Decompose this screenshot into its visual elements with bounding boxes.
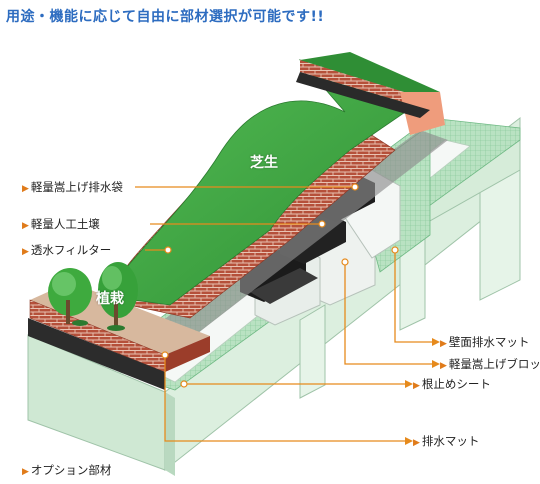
option-parts-note: ▶オプション部材 — [22, 463, 112, 477]
orange-triangle-icon: ▶ — [22, 467, 29, 477]
orange-triangle-icon: ▶ — [440, 339, 447, 349]
label-raising-drainage-bag: ▶軽量嵩上げ排水袋 — [22, 180, 123, 194]
label-lightweight-soil: ▶軽量人工土壌 — [22, 217, 100, 231]
label-wall-drainage-mat: ▶壁面排水マット — [440, 335, 530, 349]
lawn-mound — [104, 52, 445, 319]
planting-tag: 植栽 — [96, 291, 124, 307]
orange-triangle-icon: ▶ — [22, 247, 29, 257]
orange-triangle-icon: ▶ — [413, 438, 420, 448]
page-heading: 用途・機能に応じて自由に部材選択が可能です!! — [6, 9, 325, 25]
orange-triangle-icon: ▶ — [413, 381, 420, 391]
orange-triangle-icon: ▶ — [440, 361, 447, 371]
label-root-stop-sheet: ▶根止めシート — [413, 377, 491, 391]
label-permeable-filter: ▶透水フィルター — [22, 243, 112, 257]
permeable-filter-layer — [120, 130, 448, 370]
leader-dots — [161, 183, 399, 388]
label-drainage-mat: ▶排水マット — [413, 434, 480, 448]
leader-arrowheads — [405, 338, 440, 445]
orange-triangle-icon: ▶ — [22, 184, 29, 194]
lawn-tag: 芝生 — [250, 155, 278, 171]
trees — [48, 262, 138, 331]
leader-lines — [135, 186, 432, 442]
label-raising-block: ▶軽量嵩上げブロック — [440, 357, 540, 371]
orange-triangle-icon: ▶ — [22, 221, 29, 231]
